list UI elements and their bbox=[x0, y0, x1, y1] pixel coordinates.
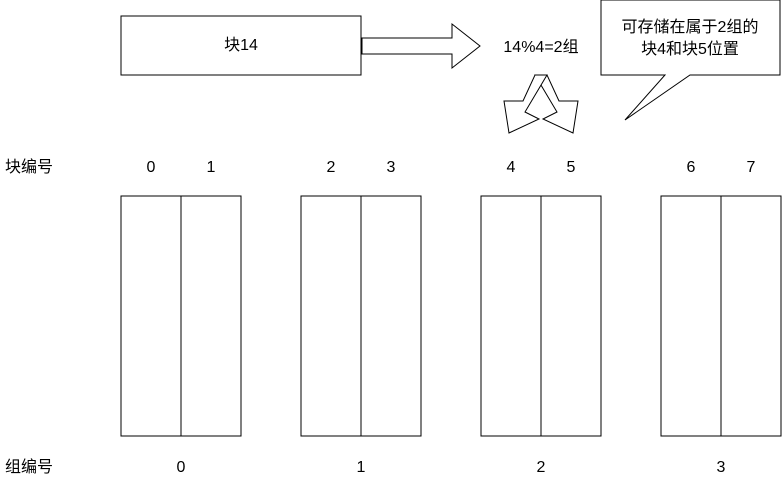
callout-bubble: 可存储在属于2组的 块4和块5位置 bbox=[600, 0, 781, 121]
group-number-3: 3 bbox=[717, 459, 726, 476]
block-number-2: 2 bbox=[327, 159, 336, 176]
cache-block-5 bbox=[540, 195, 602, 437]
cache-block-4 bbox=[480, 195, 542, 437]
cache-group-3 bbox=[660, 195, 782, 437]
cache-block-7 bbox=[720, 195, 782, 437]
block-number-label: 块编号 bbox=[5, 158, 53, 176]
cache-block-3 bbox=[360, 195, 422, 437]
block-number-6: 6 bbox=[687, 159, 696, 176]
group-numbers-row: 0 1 2 3 bbox=[177, 459, 726, 476]
group-number-0: 0 bbox=[177, 459, 186, 476]
block-number-0: 0 bbox=[147, 159, 156, 176]
block-number-7: 7 bbox=[747, 159, 756, 176]
group-number-2: 2 bbox=[537, 459, 546, 476]
arrow-to-block-4-icon bbox=[503, 74, 548, 134]
block-14-label: 块14 bbox=[224, 36, 258, 54]
cache-block-2 bbox=[300, 195, 362, 437]
cache-group-1 bbox=[300, 195, 422, 437]
cache-block-6 bbox=[660, 195, 722, 437]
cache-group-2 bbox=[480, 195, 602, 437]
arrow-to-block-5-icon bbox=[534, 74, 579, 134]
cache-group-0 bbox=[120, 195, 242, 437]
group-number-1: 1 bbox=[357, 459, 366, 476]
cache-block-1 bbox=[180, 195, 242, 437]
group-number-label: 组编号 bbox=[5, 458, 53, 476]
block-number-4: 4 bbox=[507, 159, 516, 176]
split-arrows-icon bbox=[503, 74, 579, 134]
block-number-1: 1 bbox=[207, 159, 216, 176]
right-arrow-icon bbox=[361, 22, 481, 70]
cache-block-0 bbox=[120, 195, 182, 437]
callout-line-2: 块4和块5位置 bbox=[641, 40, 739, 58]
block-14-box: 块14 bbox=[120, 15, 362, 76]
formula-text: 14%4=2组 bbox=[503, 38, 578, 56]
block-numbers-row: 0 1 2 3 4 5 6 7 bbox=[147, 159, 756, 176]
block-number-5: 5 bbox=[567, 159, 576, 176]
block-number-3: 3 bbox=[387, 159, 396, 176]
callout-line-1: 可存储在属于2组的 bbox=[622, 18, 759, 36]
